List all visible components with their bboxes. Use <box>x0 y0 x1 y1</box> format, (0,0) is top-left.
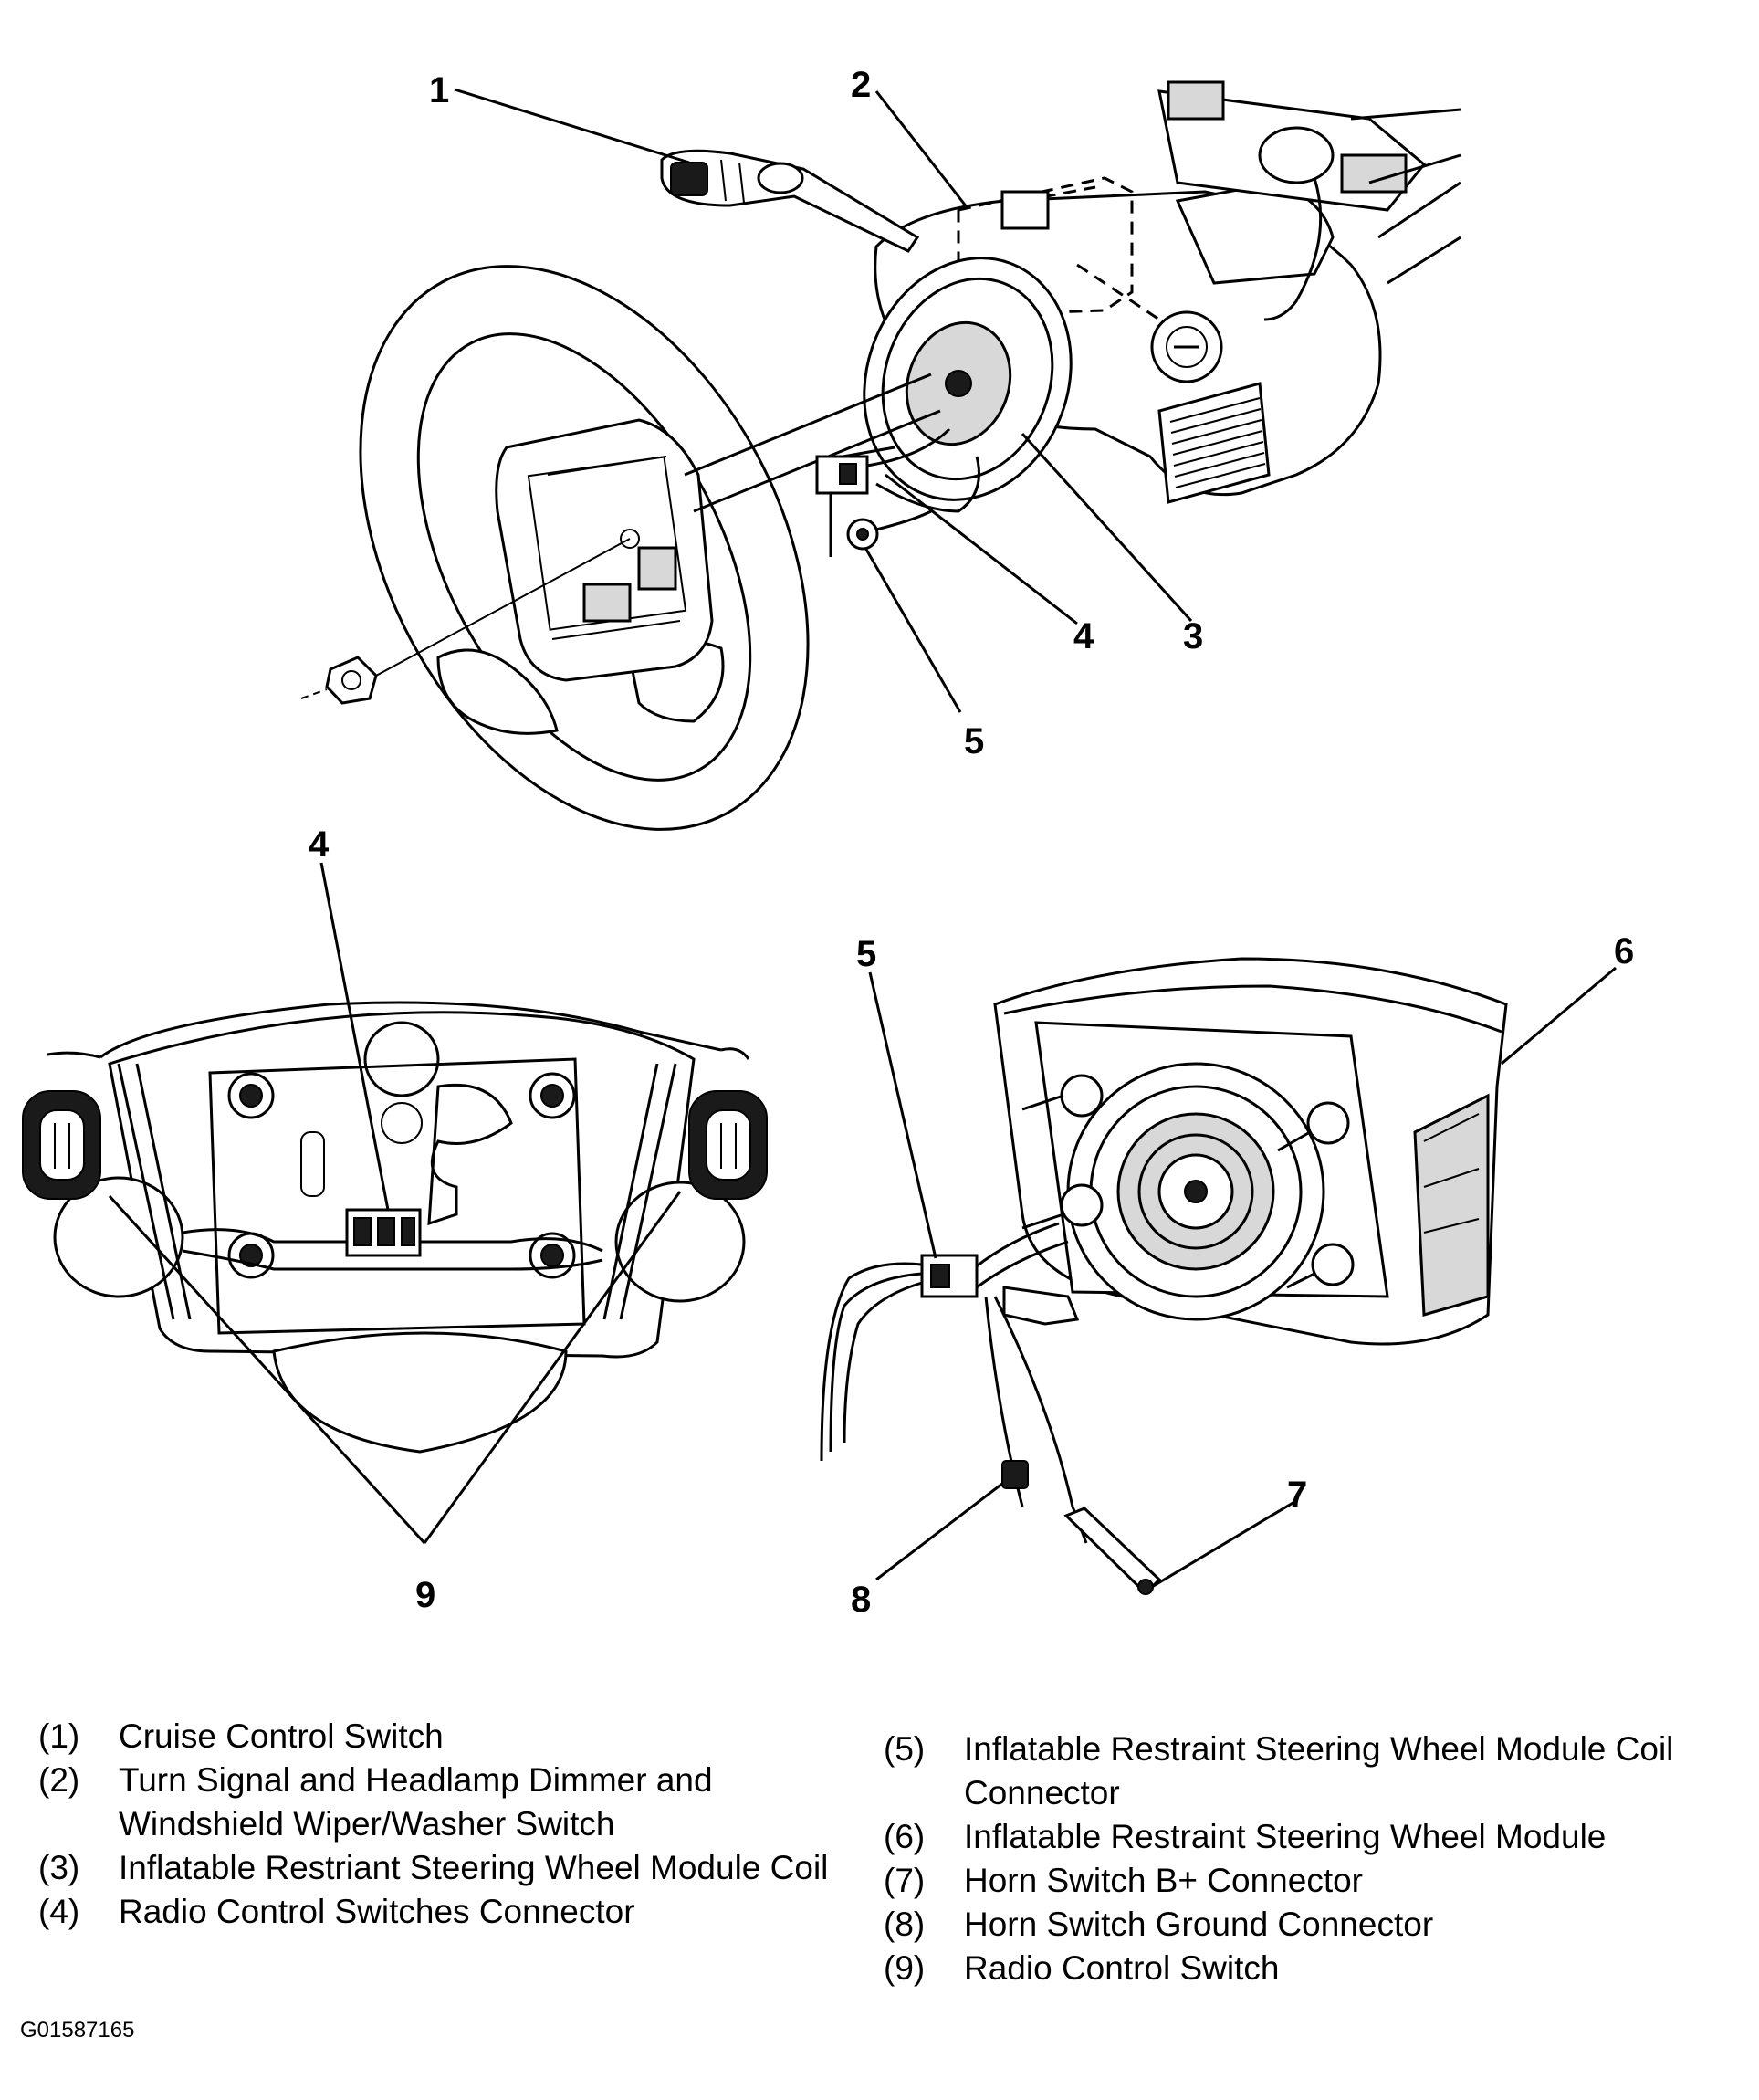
vent-grille <box>1157 382 1271 504</box>
legend-number: (5) <box>884 1730 926 1768</box>
callout-2: 2 <box>851 65 871 105</box>
legend-item: (3) Inflatable Restriant Steering Wheel … <box>38 1846 832 1890</box>
airbag-module-view <box>820 957 1508 1596</box>
legend-item: (6) Inflatable Restraint Steering Wheel … <box>884 1815 1733 1859</box>
bottom-right-leader-lines <box>868 966 1617 1589</box>
radio-control-view <box>22 1001 768 1454</box>
steering-wheel-diagram: 1 2 3 4 5 <box>22 65 1634 1620</box>
legend-number: (9) <box>884 1949 926 1987</box>
retaining-nut <box>300 538 631 705</box>
module-studs <box>1021 1074 1355 1289</box>
callout-5-top: 5 <box>964 721 984 761</box>
legend-left: (1) Cruise Control Switch (2) Turn Signa… <box>38 1715 832 1934</box>
callout-8: 8 <box>851 1580 871 1620</box>
legend-text: Inflatable Restraint Steering Wheel Modu… <box>964 1818 1607 1855</box>
figure-id: G01587165 <box>20 2018 135 2042</box>
top-leader-lines <box>454 88 1193 713</box>
legend-number: (8) <box>884 1906 926 1943</box>
steering-column-assembly <box>863 80 1461 504</box>
top-connectors <box>815 427 980 557</box>
legend-item: (8) Horn Switch Ground Connector <box>884 1903 1733 1947</box>
legend-text: Radio Control Switches Connector <box>119 1893 635 1930</box>
callout-9: 9 <box>415 1575 435 1615</box>
legend-number: (6) <box>884 1818 926 1855</box>
legend-text: Turn Signal and Headlamp Dimmer and Wind… <box>119 1761 713 1843</box>
legend-item: (1) Cruise Control Switch <box>38 1715 832 1759</box>
radio-switch-right <box>688 1090 768 1200</box>
legend-number: (1) <box>38 1717 80 1755</box>
legend-right: (5) Inflatable Restraint Steering Wheel … <box>884 1727 1733 1990</box>
legend-number: (7) <box>884 1862 926 1899</box>
legend-text: Cruise Control Switch <box>119 1717 444 1755</box>
legend-number: (3) <box>38 1849 80 1886</box>
legend-number: (4) <box>38 1893 80 1930</box>
legend-item: (5) Inflatable Restraint Steering Wheel … <box>884 1727 1733 1815</box>
legend-item: (9) Radio Control Switch <box>884 1947 1733 1990</box>
radio-switch-left <box>22 1090 101 1200</box>
legend-text: Horn Switch B+ Connector <box>964 1862 1364 1899</box>
callout-7: 7 <box>1287 1475 1307 1515</box>
callout-5-right: 5 <box>856 934 876 974</box>
bottom-left-leader-lines <box>108 862 682 1545</box>
legend-text: Inflatable Restriant Steering Wheel Modu… <box>119 1849 829 1886</box>
legend-text: Radio Control Switch <box>964 1949 1280 1987</box>
callout-3: 3 <box>1183 616 1203 656</box>
steering-wheel <box>359 265 941 831</box>
legend-item: (7) Horn Switch B+ Connector <box>884 1859 1733 1903</box>
callout-6: 6 <box>1614 931 1634 971</box>
legend-number: (2) <box>38 1761 80 1799</box>
cruise-control-stalk <box>660 149 920 253</box>
legend-item: (4) Radio Control Switches Connector <box>38 1890 832 1934</box>
callout-4-left: 4 <box>309 824 330 865</box>
callout-4-top: 4 <box>1073 616 1094 656</box>
legend-text: Inflatable Restraint Steering Wheel Modu… <box>964 1730 1674 1811</box>
legend-item: (2) Turn Signal and Headlamp Dimmer and … <box>38 1759 832 1846</box>
callout-1: 1 <box>429 70 449 110</box>
legend-text: Horn Switch Ground Connector <box>964 1906 1434 1943</box>
